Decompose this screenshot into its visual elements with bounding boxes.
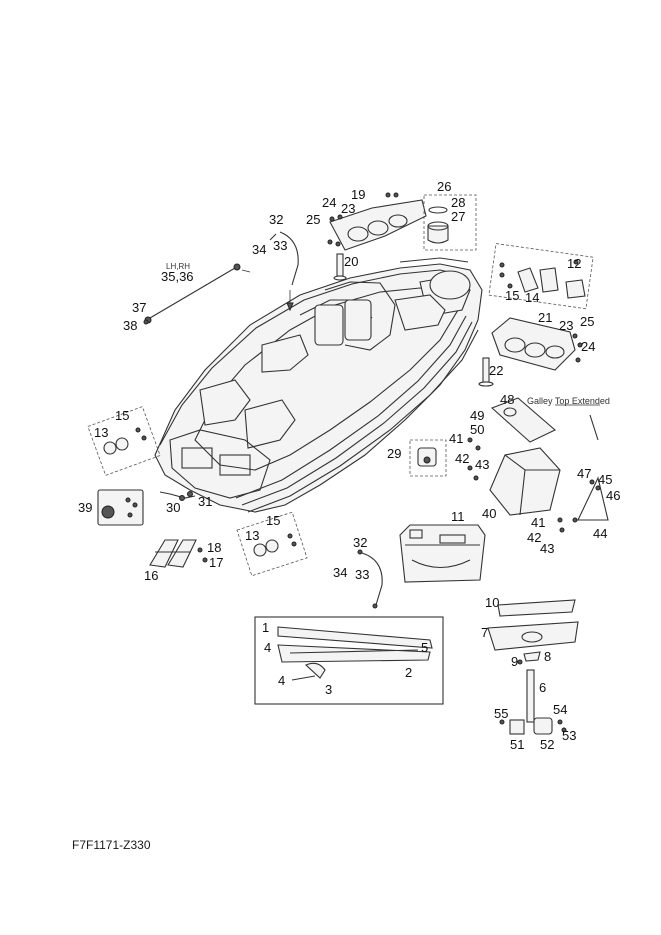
callout-46: 46 xyxy=(606,488,620,503)
callout-24b: 24 xyxy=(581,339,595,354)
fitting-30-31 xyxy=(159,491,196,501)
callout-17: 17 xyxy=(209,555,223,570)
tray-21 xyxy=(491,317,583,371)
callout-15c: 15 xyxy=(266,513,280,528)
bracket-set-12 xyxy=(488,243,594,310)
note-galley: Galley Top Extended xyxy=(527,396,610,406)
callout-23a: 23 xyxy=(341,201,355,216)
diagram-code: F7F1171-Z330 xyxy=(72,838,151,852)
callout-24a: 24 xyxy=(322,195,336,210)
callout-13b: 13 xyxy=(245,528,259,543)
callout-4a: 4 xyxy=(264,640,271,655)
callout-7: 7 xyxy=(481,625,488,640)
callout-32a: 32 xyxy=(269,212,283,227)
grab-rail-upper xyxy=(269,231,299,312)
callout-18: 18 xyxy=(207,540,221,555)
callout-54: 54 xyxy=(553,702,567,717)
cooler-11 xyxy=(399,524,486,583)
note-lh-rh: LH,RH xyxy=(166,262,190,271)
callout-53: 53 xyxy=(562,728,576,743)
callout-23b: 23 xyxy=(559,318,573,333)
fitting-kit-13-upper xyxy=(87,406,161,476)
frame-44 xyxy=(572,476,609,523)
callout-5: 5 xyxy=(421,640,428,655)
callout-41b: 41 xyxy=(531,515,545,530)
callout-14: 14 xyxy=(525,290,539,305)
galley-48-40 xyxy=(467,397,600,533)
callout-33a: 33 xyxy=(273,238,287,253)
boat-hull-illustration xyxy=(154,257,483,513)
callout-44: 44 xyxy=(593,526,607,541)
callout-33b: 33 xyxy=(355,567,369,582)
callout-50: 50 xyxy=(470,422,484,437)
cup-holder-26 xyxy=(423,194,477,251)
callout-49: 49 xyxy=(470,408,484,423)
callout-13a: 13 xyxy=(94,425,108,440)
callout-45: 45 xyxy=(598,472,612,487)
grab-rail-lower xyxy=(357,549,383,609)
fitting-kit-29 xyxy=(409,439,447,477)
callout-30: 30 xyxy=(166,500,180,515)
callout-4b: 4 xyxy=(278,673,285,688)
callout-42b: 42 xyxy=(527,530,541,545)
fitting-51-55 xyxy=(499,717,567,735)
callout-39: 39 xyxy=(78,500,92,515)
callout-16: 16 xyxy=(144,568,158,583)
callout-34b: 34 xyxy=(333,565,347,580)
callout-1: 1 xyxy=(262,620,269,635)
callout-41a: 41 xyxy=(449,431,463,446)
bow-strip-box xyxy=(254,616,444,705)
callout-43a: 43 xyxy=(475,457,489,472)
callout-9: 9 xyxy=(511,654,518,669)
ladder-16 xyxy=(149,539,208,568)
callout-47: 47 xyxy=(577,466,591,481)
callout-48: 48 xyxy=(500,392,514,407)
callout-10: 10 xyxy=(485,595,499,610)
callout-12: 12 xyxy=(567,256,581,271)
callout-2: 2 xyxy=(405,665,412,680)
callout-40: 40 xyxy=(482,506,496,521)
callout-38: 38 xyxy=(123,318,137,333)
callout-27: 27 xyxy=(451,209,465,224)
callout-51: 51 xyxy=(510,737,524,752)
callout-25b: 25 xyxy=(580,314,594,329)
post-22 xyxy=(478,357,494,387)
callout-21: 21 xyxy=(538,310,552,325)
callout-15b: 15 xyxy=(115,408,129,423)
callout-15a: 15 xyxy=(505,288,519,303)
rod-6 xyxy=(517,651,541,723)
callout-37: 37 xyxy=(132,300,146,315)
callout-55: 55 xyxy=(494,706,508,721)
callout-34a: 34 xyxy=(252,242,266,257)
callout-25a: 25 xyxy=(306,212,320,227)
callout-32b: 32 xyxy=(353,535,367,550)
callout-31: 31 xyxy=(198,494,212,509)
callout-19: 19 xyxy=(351,187,365,202)
callout-3: 3 xyxy=(325,682,332,697)
tray-19 xyxy=(327,192,427,251)
callout-35-36: 35,36 xyxy=(161,269,194,284)
callout-22: 22 xyxy=(489,363,503,378)
callout-28: 28 xyxy=(451,195,465,210)
fitting-kit-13-lower xyxy=(236,511,308,577)
callout-26: 26 xyxy=(437,179,451,194)
callout-labels: 19 24 23 25 20 26 28 27 32 34 33 LH,RH 3… xyxy=(78,179,620,752)
callout-20: 20 xyxy=(344,254,358,269)
handle-lh-rh xyxy=(143,263,251,325)
callout-29: 29 xyxy=(387,446,401,461)
callout-11: 11 xyxy=(451,509,465,524)
callout-6: 6 xyxy=(539,680,546,695)
panels-10-7 xyxy=(487,599,579,651)
plate-39 xyxy=(97,489,144,526)
callout-42a: 42 xyxy=(455,451,469,466)
callout-8: 8 xyxy=(544,649,551,664)
callout-52: 52 xyxy=(540,737,554,752)
callout-43b: 43 xyxy=(540,541,554,556)
post-20 xyxy=(333,253,347,281)
